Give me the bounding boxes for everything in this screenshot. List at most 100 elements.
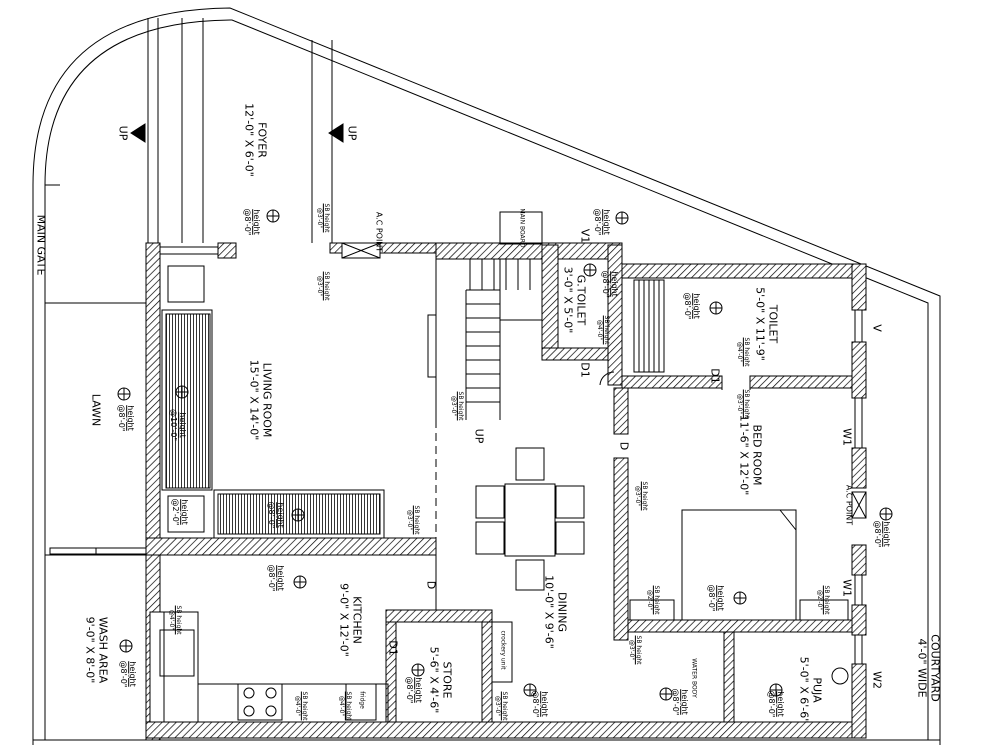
elec-sb-water: SB height @3'-0" xyxy=(627,635,642,665)
elec-gtoilet-top: height @8'-0" xyxy=(593,209,611,236)
toilet-size: 5'-0" X 11'-9" xyxy=(754,287,767,361)
room-label-foyer: FOYER 12'-0" X 6'-0" xyxy=(242,103,269,177)
gtoilet-size: 3'-0" X 5'-0" xyxy=(562,266,575,334)
elec-text: height xyxy=(276,565,286,591)
wash-size: 9'-0" X 8'-0" xyxy=(84,616,97,684)
light-point-icon xyxy=(733,591,747,605)
elec-living-fan: height @10'-0" xyxy=(169,409,187,441)
elec-text: height xyxy=(126,405,136,431)
living-furniture xyxy=(161,265,385,539)
courtyard-name: COURTYARD xyxy=(928,634,942,702)
elec-text: @3'-0" xyxy=(736,393,743,415)
opening-v: V xyxy=(870,324,884,332)
elec-text: SB height xyxy=(412,505,420,535)
staircase xyxy=(427,258,542,610)
light-point-icon xyxy=(583,263,597,277)
light-point-icon xyxy=(117,387,131,401)
room-label-toilet: TOILET 5'-0" X 11'-9" xyxy=(753,287,780,361)
light-point-icon xyxy=(293,575,307,589)
elec-toilet: height @8'-0" xyxy=(683,293,701,320)
elec-text: @8'-0" xyxy=(593,208,602,236)
room-label-kitchen: KITCHEN 9'-0" X 12'-0" xyxy=(337,583,364,657)
bed xyxy=(629,509,849,621)
elec-text: height xyxy=(180,499,190,525)
puja-size: 5'-0" X 6'-6" xyxy=(798,656,811,724)
elec-sb-gtoilet: SB height @4'-0" xyxy=(595,315,610,345)
light-point-icon xyxy=(411,663,425,677)
elec-text: SB height xyxy=(322,203,330,233)
elec-sb-store: SB height @3'-0" xyxy=(493,692,508,721)
water-body-label: WATER BODY xyxy=(690,658,698,698)
elec-text: @8'-0" xyxy=(243,208,252,236)
walls xyxy=(145,242,867,741)
stair-up-label: UP xyxy=(472,428,486,444)
elec-sb-bedroom-door: SB height @3'-0" xyxy=(633,482,648,511)
elec-text: @10'-0" xyxy=(169,408,178,442)
elec-text: height xyxy=(540,691,550,717)
electrical-symbols xyxy=(117,209,893,701)
opening-d1-toilet: D1 xyxy=(708,368,722,384)
elec-sb-kitchen-sink: SB height @4'-0" xyxy=(167,606,182,635)
elec-sb-bed-right: SB height @2'-0" xyxy=(815,586,830,615)
elec-text: SB height xyxy=(742,337,750,367)
elec-ac-bedroom: height @8'-0" xyxy=(873,521,891,548)
elec-lawn: height @8'-0" xyxy=(117,405,135,432)
elec-text: @8'-0" xyxy=(267,564,276,592)
window-markers xyxy=(160,242,867,664)
elec-text: @8'-0" xyxy=(405,676,414,704)
elec-store: height @8'-0" xyxy=(405,677,423,704)
crockery-unit-label: crockery unit xyxy=(499,630,507,670)
elec-text: SB height xyxy=(602,315,610,345)
foyer-steps xyxy=(45,18,333,304)
elec-sb-bed-left: SB height @2'-0" xyxy=(645,585,660,615)
elec-text: @3'-0" xyxy=(450,395,457,417)
elec-text: @2'-0" xyxy=(646,589,653,611)
elec-text: @8'-0" xyxy=(601,270,610,298)
room-label-puja: PUJA 5'-0" X 6'-6" xyxy=(797,656,824,724)
dining-name: DINING xyxy=(555,592,569,632)
elec-puja: height @8'-0" xyxy=(767,691,785,718)
elec-text: height xyxy=(128,661,138,687)
elec-text: @4'-0" xyxy=(168,609,175,631)
ac-point-top: A.C POINT xyxy=(374,211,384,253)
store-size: 5'-6" X 4'-6" xyxy=(428,646,441,714)
elec-gtoilet: height @8'-0" xyxy=(601,271,619,298)
gtoilet-name: G.TOILET xyxy=(574,274,588,326)
elec-sb-bedroom-top: SB height @3'-0" xyxy=(735,390,750,419)
elec-living-sofa: height @8'-0" xyxy=(267,502,285,529)
elec-text: @8'-0" xyxy=(767,690,776,718)
elec-sb-living: SB height @3'-0" xyxy=(405,505,420,535)
elec-text: SB height xyxy=(634,635,642,665)
elec-text: @2'-0" xyxy=(171,498,180,526)
elec-bed: height @8'-0" xyxy=(707,585,725,612)
living-name: LIVING ROOM xyxy=(260,362,274,438)
elec-text: @3'-0" xyxy=(406,509,413,531)
elec-text: height xyxy=(252,209,262,235)
elec-sb-stair: SB height @3'-0" xyxy=(449,392,464,421)
elec-text: @8'-0" xyxy=(671,688,680,716)
light-point-icon xyxy=(291,508,305,522)
elec-text: @8'-0" xyxy=(873,520,882,548)
elec-text: @4'-0" xyxy=(338,695,345,717)
elec-text: @3'-0" xyxy=(634,485,641,507)
toilet-fixtures xyxy=(633,279,665,373)
elec-text: height xyxy=(602,209,612,235)
lawn-fence xyxy=(45,547,147,556)
opening-d1-gtoilet: D1 xyxy=(578,362,592,378)
room-label-living: LIVING ROOM 15'-0" X 14'-0" xyxy=(247,359,274,441)
puja-lamp xyxy=(831,667,849,685)
bedroom-size: 11'-6" X 12'-0" xyxy=(738,414,751,496)
light-point-icon xyxy=(769,683,783,697)
opening-d-kitchen: D xyxy=(424,580,438,590)
opening-w1-top: W1 xyxy=(840,428,854,446)
dining-table xyxy=(475,447,585,591)
room-label-bedroom: BED ROOM 11'-6" X 12'-0" xyxy=(737,414,764,496)
room-label-courtyard: COURTYARD 4'-0" WIDE xyxy=(915,634,942,702)
elec-text: @8'-0" xyxy=(683,292,692,320)
elec-kitchen: height @8'-0" xyxy=(267,565,285,592)
living-size: 15'-0" X 14'-0" xyxy=(248,359,261,441)
elec-foyer: height @8'-0" xyxy=(243,209,261,236)
elec-text: SB height xyxy=(652,585,660,615)
ac-point-bedroom: A.C POINT xyxy=(844,484,854,526)
